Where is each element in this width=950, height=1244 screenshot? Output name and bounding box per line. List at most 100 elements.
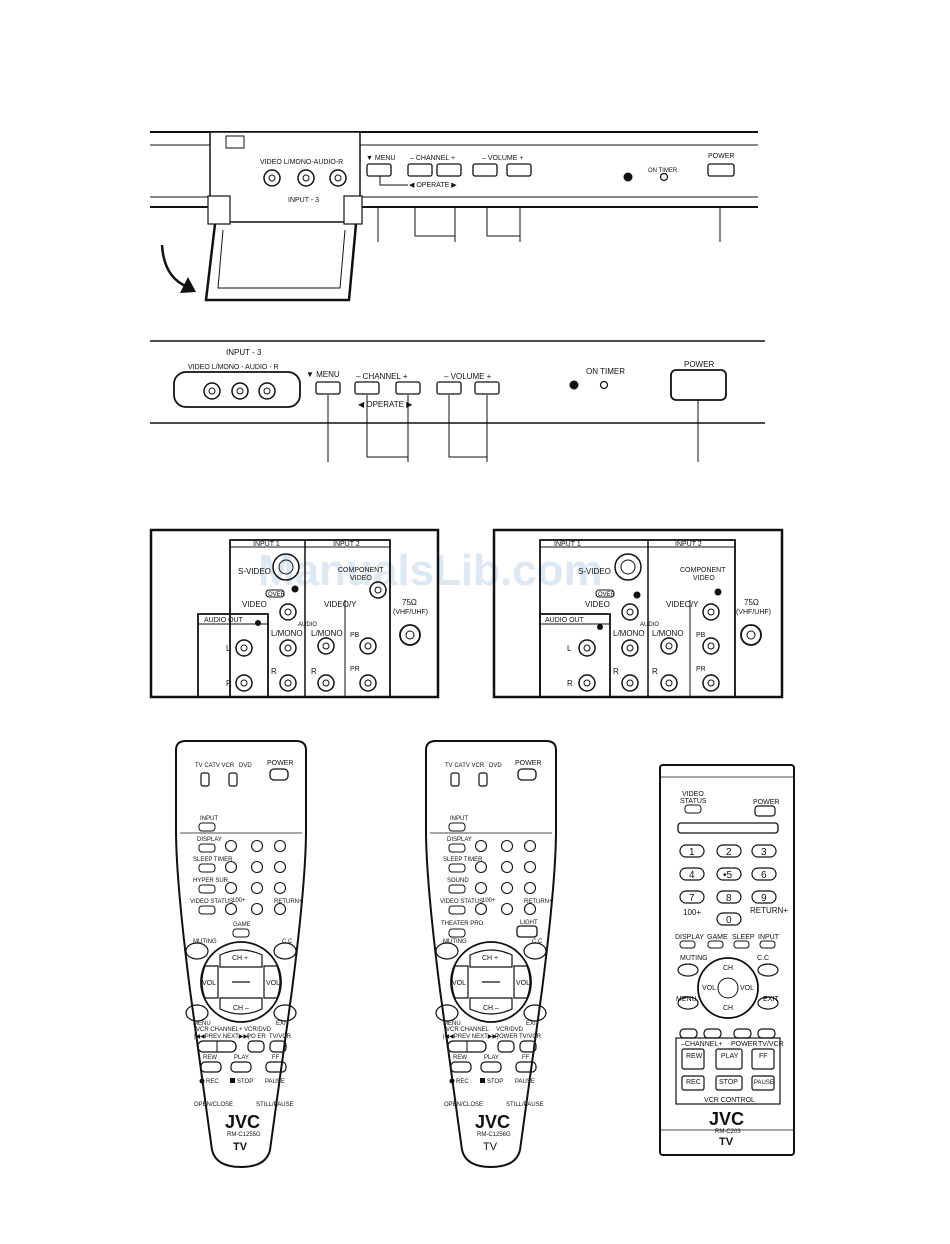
rear-left-pr: PR bbox=[350, 666, 360, 673]
r3-cc-label: C.C bbox=[757, 955, 769, 962]
rear-panel-left bbox=[149, 528, 440, 699]
rear-left-ant1: 75Ω bbox=[402, 598, 417, 607]
r3-vol-left-label: VOL bbox=[702, 985, 716, 992]
rear-left-audio: AUDIO bbox=[298, 622, 317, 628]
r1-vol-left-label: VOL bbox=[202, 980, 216, 987]
r1-game-label: GAME bbox=[233, 922, 251, 928]
r2-tv-label: TV bbox=[483, 1141, 498, 1153]
watermark-text: ManualsLib.com bbox=[258, 546, 603, 595]
panel1-volume-label: – VOLUME + bbox=[482, 155, 523, 162]
r1-still-label: STILL/PAUSE bbox=[256, 1102, 294, 1108]
r3-vcr-control-label: VCR CONTROL bbox=[704, 1097, 755, 1104]
r1-tv-label: TV bbox=[233, 1141, 248, 1153]
r1-rec-icon bbox=[199, 1078, 205, 1084]
r1-model-label: RM-C1255G bbox=[227, 1132, 261, 1138]
rear-right-lmono: L/MONO bbox=[613, 629, 645, 638]
remote-3 bbox=[659, 764, 795, 1156]
panel1-on-timer-label: ON TIMER bbox=[648, 168, 678, 174]
rear-right-r: R bbox=[613, 667, 619, 676]
panel2-channel-label: – CHANNEL + bbox=[356, 372, 408, 381]
r1-vstatus-label: VIDEO STATUS bbox=[190, 899, 233, 905]
r3-sleep-label: SLEEP bbox=[732, 934, 755, 941]
r2-still-label: STILL/PAUSE bbox=[506, 1102, 544, 1108]
r3-rew-label: REW bbox=[686, 1053, 703, 1060]
r3-n2: 2 bbox=[726, 847, 732, 858]
panel1-channel-label: – CHANNEL + bbox=[410, 155, 455, 162]
r2-hundred-label: 100+ bbox=[482, 898, 496, 904]
rear-right-component-video: VIDEO bbox=[693, 575, 715, 582]
r2-pause-label: PAUSE bbox=[515, 1079, 535, 1085]
r3-menu-label: MENU bbox=[676, 996, 697, 1003]
r2-stop-icon bbox=[480, 1078, 485, 1083]
r2-model-label: RM-C1256G bbox=[477, 1132, 511, 1138]
r1-pause-label: PAUSE bbox=[265, 1079, 285, 1085]
rear-left-video-y: VIDEO/Y bbox=[324, 600, 357, 609]
r2-power-label: POWER bbox=[515, 760, 541, 767]
panel2-input-label: INPUT - 3 bbox=[226, 348, 262, 357]
r1-menu-label: MENU bbox=[193, 1021, 211, 1027]
r2-prev-next-label: |◀◀PREV NEXT▶▶| bbox=[443, 1034, 499, 1040]
rear-right-l: L bbox=[567, 644, 572, 653]
r1-stop-icon bbox=[230, 1078, 235, 1083]
r3-exit-label: EXIT bbox=[763, 996, 779, 1003]
r3-ch-bottom-label: CH bbox=[723, 1005, 733, 1012]
r3-n1: 1 bbox=[689, 847, 695, 858]
r3-power2-label: POWER bbox=[731, 1041, 757, 1048]
r3-vstatus-label2: STATUS bbox=[680, 798, 707, 805]
r1-sleep-label: SLEEP TIMER bbox=[193, 857, 233, 863]
panel2-on-timer-label: ON TIMER bbox=[586, 367, 625, 376]
remote-1 bbox=[175, 740, 307, 1169]
r2-rec-label: REC bbox=[456, 1079, 469, 1085]
r3-display-label: DISPLAY bbox=[675, 934, 704, 941]
rear-right-component: COMPONENT bbox=[680, 567, 726, 574]
rear-right-ant1: 75Ω bbox=[744, 598, 759, 607]
r2-theater-label: THEATER PRO bbox=[441, 921, 484, 927]
rear-right-ant2: (VHF/UHF) bbox=[736, 609, 771, 616]
r2-power2-label: POWER bbox=[495, 1034, 518, 1040]
r2-vcr-ch-label: VCR CHANNEL bbox=[446, 1027, 490, 1033]
panel1-power-label: POWER bbox=[708, 153, 734, 160]
r3-model-label: RM-C203 bbox=[715, 1129, 741, 1135]
r3-return-label: RETURN+ bbox=[750, 906, 788, 915]
r1-play-label: PLAY bbox=[234, 1055, 249, 1061]
rear-left-video: VIDEO bbox=[242, 600, 267, 609]
panel2-volume-label: – VOLUME + bbox=[444, 372, 492, 381]
rear-left-r-out: R bbox=[226, 679, 232, 688]
r2-tvvcr-label: TV/VCR bbox=[519, 1034, 542, 1040]
rear-left-lmono: L/MONO bbox=[271, 629, 303, 638]
r2-input-label: INPUT bbox=[450, 816, 468, 822]
r3-power-label: POWER bbox=[753, 799, 779, 806]
r2-rec-icon bbox=[449, 1078, 455, 1084]
panel1-menu-label: ▼ MENU bbox=[366, 155, 395, 162]
r2-play-label: PLAY bbox=[484, 1055, 499, 1061]
rear-left-component-video: VIDEO bbox=[350, 575, 372, 582]
remote-2 bbox=[425, 740, 557, 1169]
rear-right-video: VIDEO bbox=[585, 600, 610, 609]
r2-cc-label: C.C bbox=[532, 939, 543, 945]
rear-left-over: OVER bbox=[268, 592, 286, 598]
r3-hundred-label: 100+ bbox=[683, 908, 701, 917]
r1-display-label: DISPLAY bbox=[197, 837, 222, 843]
r2-chm-label: CH – bbox=[483, 1005, 499, 1012]
rear-right-input2: INPUT 2 bbox=[675, 541, 702, 548]
r2-sleep-label: SLEEP TIMER bbox=[443, 857, 483, 863]
rear-right-input1: INPUT 1 bbox=[554, 541, 581, 548]
r2-menu-label: MENU bbox=[443, 1021, 461, 1027]
panel2-operate-label: ◀ OPERATE ▶ bbox=[358, 400, 413, 409]
rear-right-audio: AUDIO bbox=[640, 622, 659, 628]
panel2-jack-labels: VIDEO L/MONO - AUDIO - R bbox=[188, 364, 279, 371]
rear-left-pb: PB bbox=[350, 632, 360, 639]
r3-brand-label: JVC bbox=[709, 1109, 744, 1129]
r3-n6: 6 bbox=[761, 870, 767, 881]
panel2-power-label: POWER bbox=[684, 360, 714, 369]
r3-vstatus-label1: VIDEO bbox=[682, 791, 704, 798]
r1-ff-label: FF bbox=[272, 1055, 280, 1061]
r3-vol-right-label: VOL bbox=[740, 985, 754, 992]
r3-input-label: INPUT bbox=[758, 934, 780, 941]
r3-game-label: GAME bbox=[707, 934, 728, 941]
panel1-operate-label: ◀ OPERATE ▶ bbox=[409, 182, 457, 189]
r2-vol-right-label: VOL bbox=[516, 980, 530, 987]
r1-rew-label: REW bbox=[203, 1055, 217, 1061]
r3-tvvcr-label: TV/VCR bbox=[758, 1041, 784, 1048]
